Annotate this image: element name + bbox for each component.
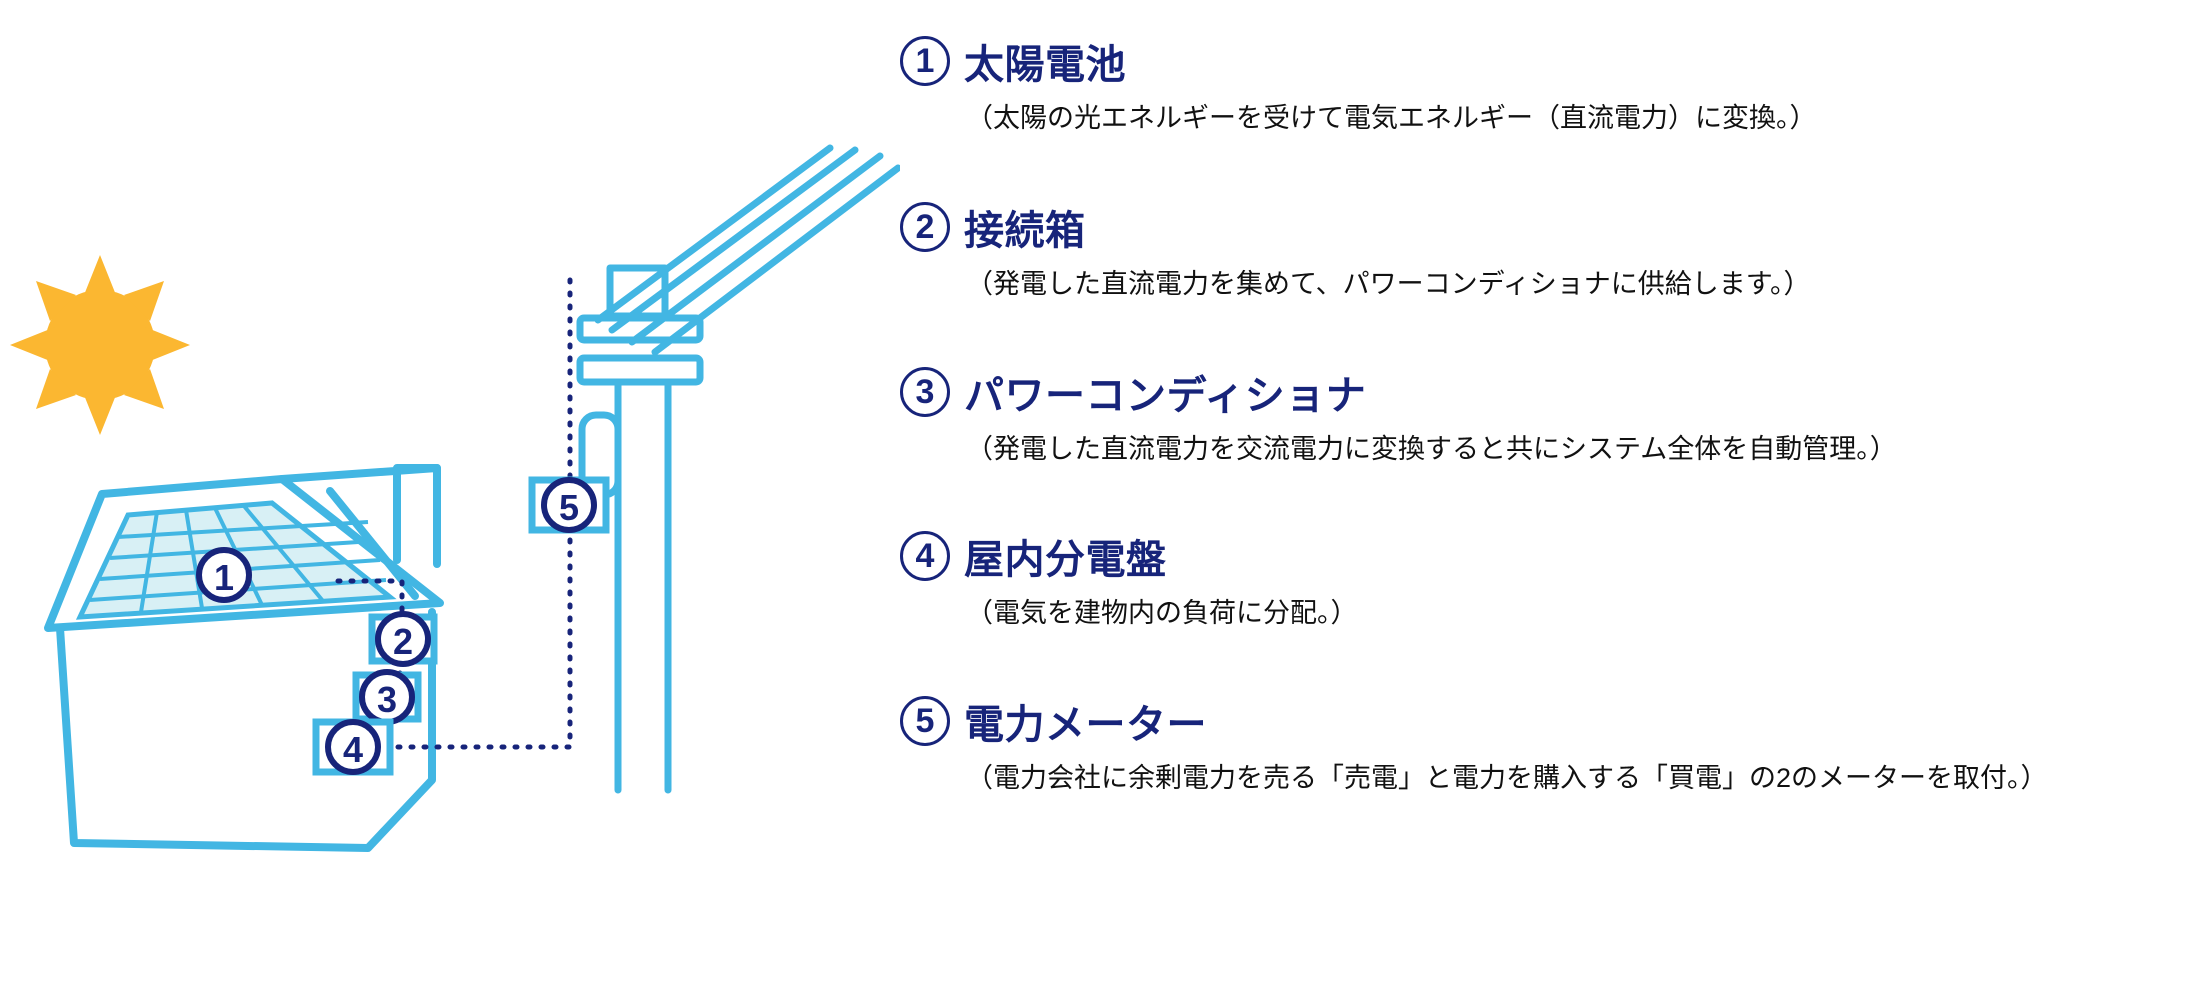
legend-item-power-conditioner: 3 パワーコンディショナ （発電した直流電力を交流電力に変換すると共にシステム全… <box>900 361 2207 467</box>
legend-title-1: 太陽電池 <box>964 43 1126 87</box>
link-4-5 <box>395 272 573 750</box>
legend-list: 1 太陽電池 （太陽の光エネルギーを受けて電気エネルギー（直流電力）に変換。） … <box>900 0 2207 1003</box>
legend-title-4: 屋内分電盤 <box>964 538 1167 583</box>
power-lines <box>594 144 900 356</box>
legend-desc-2: （発電した直流電力を集めて、パワーコンディショナに供給します。） <box>966 269 1811 300</box>
system-illustration: 1 2 3 4 <box>0 0 900 1003</box>
legend-number-badge-3: 3 <box>900 366 950 417</box>
legend-head: 4 屋内分電盤 <box>900 525 2207 587</box>
legend-head: 1 太陽電池 <box>900 30 2207 92</box>
link-1-2 <box>335 578 405 622</box>
legend-item-distribution-board: 4 屋内分電盤 （電気を建物内の負荷に分配。） <box>900 525 2207 631</box>
svg-text:4: 4 <box>343 729 363 770</box>
utility-pole <box>576 144 900 794</box>
legend-item-solar-cell: 1 太陽電池 （太陽の光エネルギーを受けて電気エネルギー（直流電力）に変換。） <box>900 30 2207 136</box>
legend-head: 2 接続箱 <box>900 196 2207 258</box>
legend-item-junction-box: 2 接続箱 （発電した直流電力を集めて、パワーコンディショナに供給します。） <box>900 196 2207 302</box>
marker-4: 4 <box>312 718 394 776</box>
sun-icon <box>10 255 190 435</box>
legend-head: 3 パワーコンディショナ <box>900 361 2207 423</box>
svg-text:2: 2 <box>393 621 413 662</box>
legend-number-badge-5: 5 <box>900 695 950 746</box>
marker-3: 3 <box>352 669 422 725</box>
house-walls <box>56 608 436 852</box>
legend-title-5: 電力メーター <box>964 702 1207 747</box>
svg-text:5: 5 <box>559 487 579 528</box>
marker-1: 1 <box>196 547 252 603</box>
legend-head: 5 電力メーター <box>900 690 2207 752</box>
legend-number-badge-1: 1 <box>900 36 950 86</box>
legend-item-power-meter: 5 電力メーター （電力会社に余剰電力を売る「売電」と電力を購入する「買電」の2… <box>900 690 2207 796</box>
marker-5: 5 <box>528 476 610 534</box>
gable-right <box>393 464 441 564</box>
gable-peak <box>326 487 419 600</box>
svg-text:1: 1 <box>214 557 234 598</box>
marker-2: 2 <box>368 611 438 667</box>
legend-number-badge-2: 2 <box>900 202 950 253</box>
svg-text:3: 3 <box>377 679 397 720</box>
legend-title-2: 接続箱 <box>964 209 1086 254</box>
legend-desc-1: （太陽の光エネルギーを受けて電気エネルギー（直流電力）に変換。） <box>966 103 1817 133</box>
legend-desc-3: （発電した直流電力を交流電力に変換すると共にシステム全体を自動管理。） <box>966 433 1897 464</box>
legend-desc-4: （電気を建物内の負荷に分配。） <box>966 598 1358 629</box>
legend-desc-5: （電力会社に余剰電力を売る「売電」と電力を購入する「買電」の2のメーターを取付。… <box>966 762 2048 793</box>
legend-number-badge-4: 4 <box>900 531 950 582</box>
legend-title-3: パワーコンディショナ <box>964 373 1367 418</box>
